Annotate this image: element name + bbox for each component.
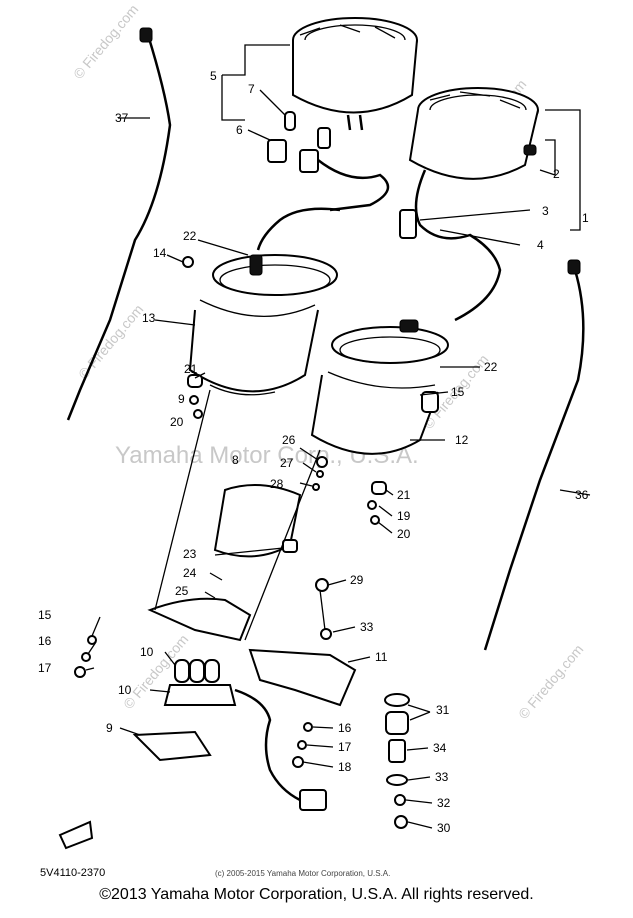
stay-line	[154, 389, 321, 641]
nut-20-right	[370, 515, 380, 525]
bracket-plate	[147, 597, 252, 642]
grommet-21-right	[371, 481, 387, 495]
callout-29: 29	[350, 573, 364, 587]
callout-7: 7	[248, 82, 255, 96]
watermark-site-3: © Firedog.com	[75, 301, 146, 382]
callout-10-label: 10	[118, 683, 132, 697]
callout-lines	[85, 44, 591, 829]
callout-17-left: 16	[38, 634, 52, 648]
callout-14: 13	[142, 311, 156, 325]
callout-21-right: 21	[397, 488, 411, 502]
callout-27: 27	[280, 456, 294, 470]
callout-18-left: 17	[38, 661, 52, 675]
cable-36	[483, 269, 585, 651]
nut-20-left	[193, 409, 203, 419]
bolt-29-shank	[319, 589, 326, 631]
right-socket	[399, 209, 417, 239]
washer-9-left	[189, 395, 199, 405]
callout-34: 34	[433, 741, 447, 755]
cable-37-top	[139, 27, 153, 43]
front-arrow-icon	[58, 820, 94, 850]
callout-12: 11	[375, 650, 388, 664]
meter-case-left	[188, 254, 338, 396]
watermark-site-6: © Firedog.com	[515, 641, 586, 722]
part-18-left	[74, 666, 86, 678]
callout-16-right: 16	[338, 721, 352, 735]
callout-23: 23	[183, 547, 197, 561]
washer-19-right	[367, 500, 377, 510]
cable-37	[66, 34, 172, 421]
callout-2: 2	[553, 167, 560, 181]
washer-33-top	[320, 628, 332, 640]
mount-stack	[384, 693, 410, 829]
callout-11: 10	[140, 645, 154, 659]
bolt-29	[315, 578, 329, 592]
meter-case-right	[310, 319, 449, 455]
callout-33-top: 33	[360, 620, 374, 634]
callout-19: 19	[397, 509, 411, 523]
small-copyright: (c) 2005-2015 Yamaha Motor Corporation, …	[215, 869, 390, 878]
callout-17-right: 17	[338, 740, 352, 754]
part-18-right	[292, 756, 304, 768]
grommet-21-left	[187, 374, 203, 388]
callout-25: 25	[175, 584, 189, 598]
callout-5: 5	[210, 69, 217, 83]
callout-28: 28	[270, 477, 284, 491]
washer-28	[312, 483, 320, 491]
callout-9-left: 9	[178, 392, 185, 406]
callout-20-left: 20	[170, 415, 184, 429]
screw-26	[316, 456, 328, 468]
callout-1: 1	[582, 211, 589, 225]
washer-27	[316, 470, 324, 478]
callout-15-left: 14	[153, 246, 167, 260]
part-17-right	[297, 740, 307, 750]
tachometer-assembly	[408, 87, 539, 180]
speedometer-assembly	[292, 17, 418, 131]
part-16-right	[303, 722, 313, 732]
callout-33-bottom: 33	[435, 770, 449, 784]
watermark-site-1: © Firedog.com	[70, 1, 141, 82]
callout-22-right: 22	[484, 360, 498, 374]
callout-16-left: 15	[38, 608, 52, 622]
callout-32: 32	[437, 796, 451, 810]
meter-wire-right	[414, 169, 502, 322]
grommet-23	[282, 539, 298, 553]
callout-18-right: 18	[338, 760, 352, 774]
callout-9-bottom: 9	[106, 721, 113, 735]
callout-36: 36	[575, 488, 589, 502]
callout-26: 26	[282, 433, 296, 447]
callout-4: 4	[537, 238, 544, 252]
bulb-sockets	[267, 111, 390, 212]
callout-22-left: 22	[183, 229, 197, 243]
callout-24: 24	[183, 566, 197, 580]
part-code: 5V4110-2370	[40, 867, 105, 879]
meter-wire-left	[256, 207, 341, 251]
callout-3: 3	[542, 204, 549, 218]
callout-15-right: 15	[451, 385, 465, 399]
callout-31: 31	[436, 703, 450, 717]
callout-20-right: 20	[397, 527, 411, 541]
callout-6: 6	[236, 123, 243, 137]
callout-21-left: 21	[184, 362, 198, 376]
cable-36-top	[567, 259, 581, 275]
callout-37: 37	[115, 111, 129, 125]
part-17-left	[81, 652, 91, 662]
screw-15	[182, 256, 194, 268]
callout-30: 30	[437, 821, 451, 835]
callout-13: 12	[455, 433, 469, 447]
bracket-12	[248, 648, 357, 707]
footer-copyright: ©2013 Yamaha Motor Corporation, U.S.A. A…	[99, 886, 534, 903]
indicator-lights	[132, 659, 327, 811]
callout-8: 8	[232, 453, 239, 467]
